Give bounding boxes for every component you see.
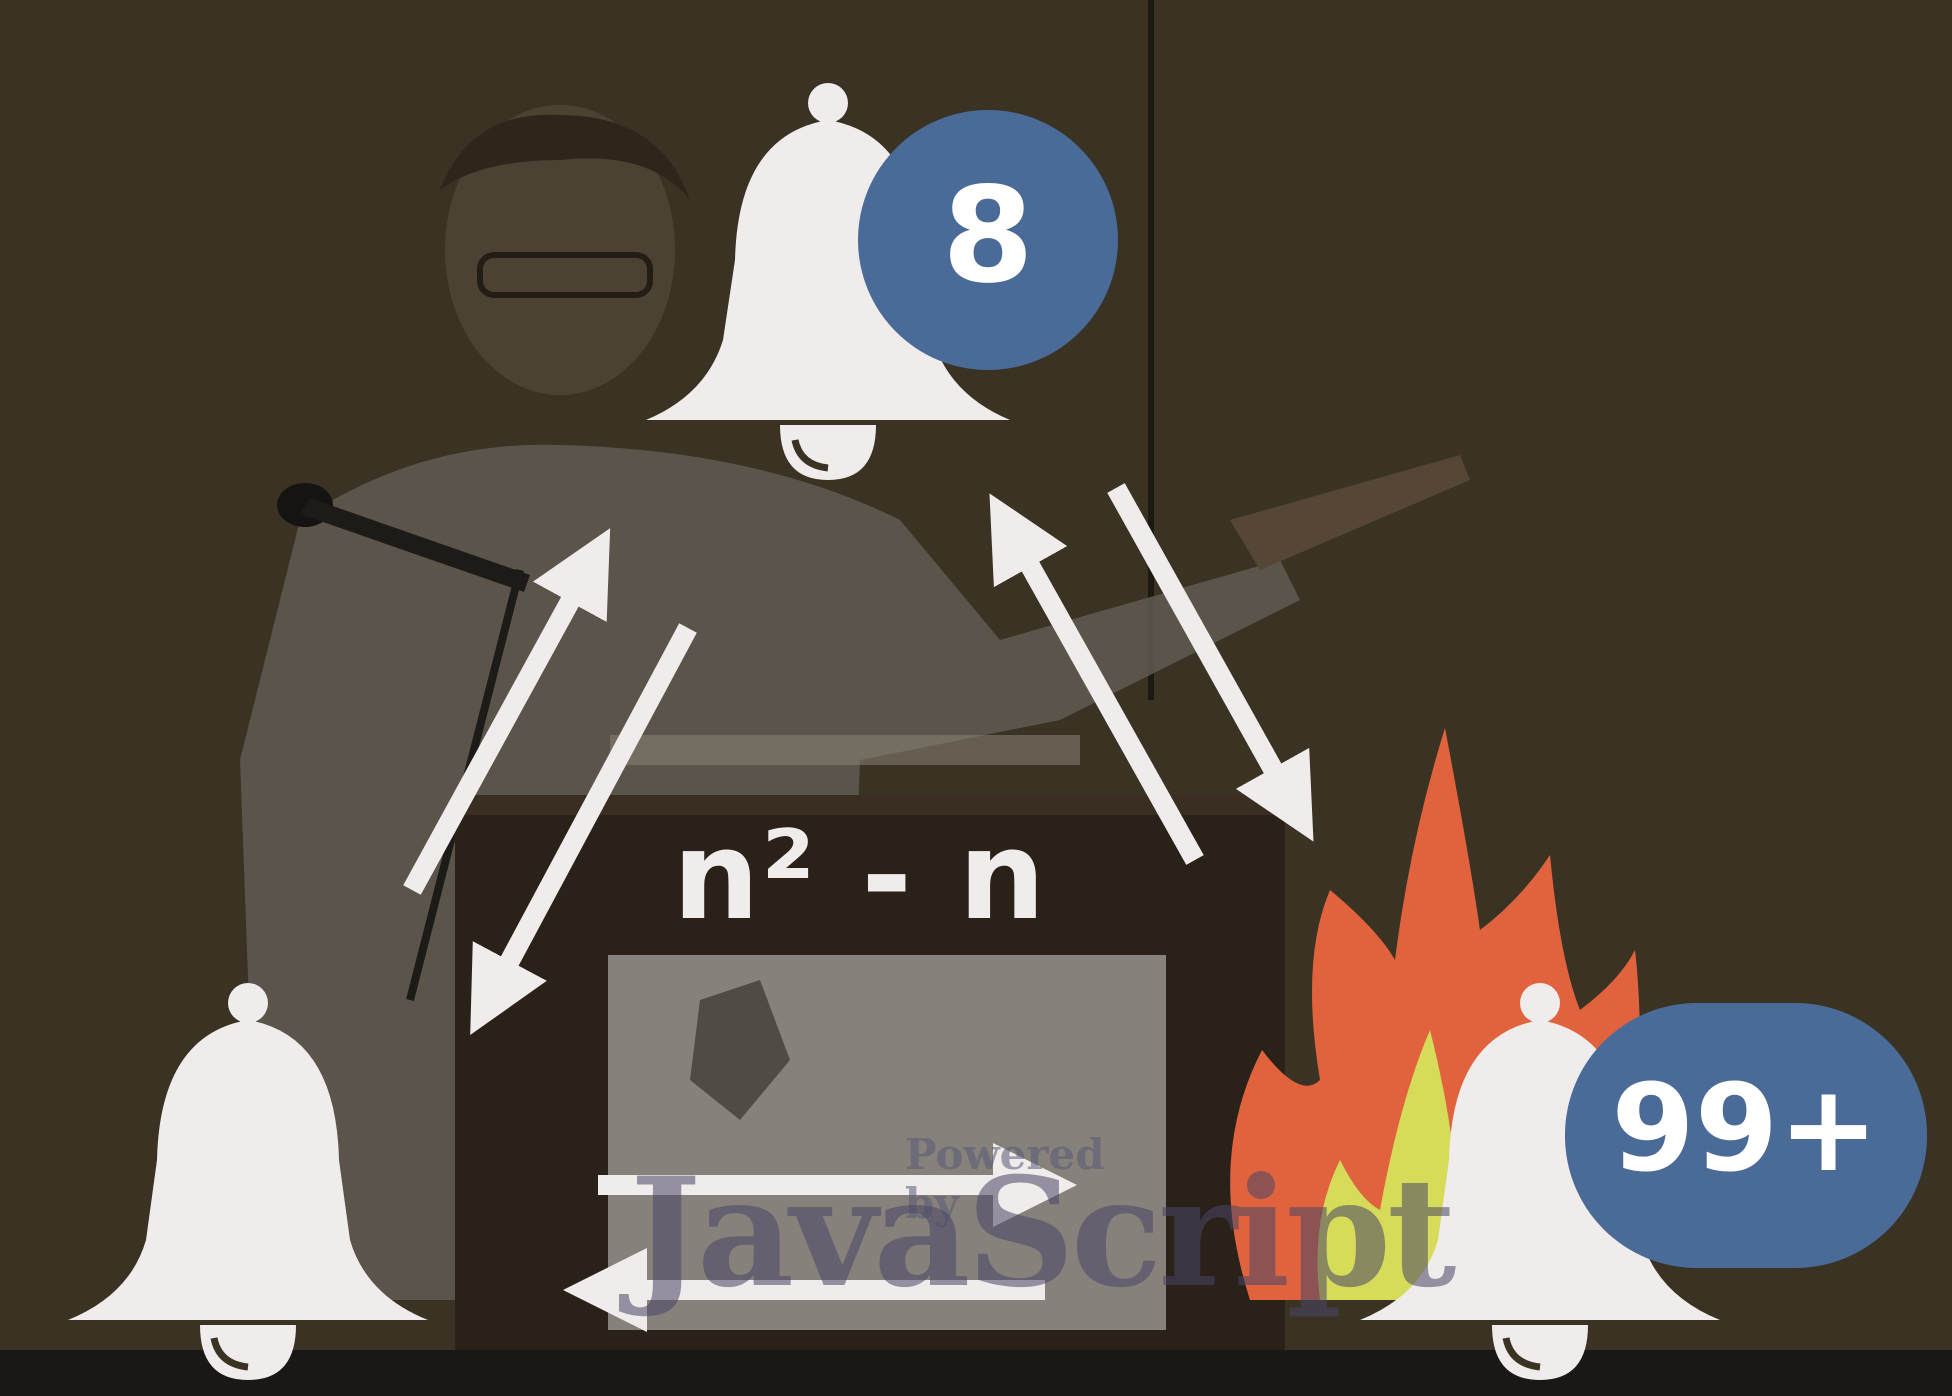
podium-sign-line2: JavaScript [630, 1145, 1456, 1321]
badge-count-top: 8 [942, 159, 1034, 313]
laptop [610, 735, 1080, 765]
arrow-right-down [1107, 483, 1314, 842]
arrows [403, 483, 1314, 1332]
bell-icon [68, 983, 428, 1380]
wall-divider-line [1148, 0, 1154, 700]
notification-badge-right [1565, 1003, 1927, 1268]
bottom-shadow [0, 1350, 1952, 1396]
arrow-right-up [989, 493, 1204, 865]
notification-badge-top [858, 110, 1118, 370]
arrow-left-up [403, 528, 611, 895]
badge-count-right: 99+ [1611, 1060, 1879, 1199]
podium-sign-line1: Powered by [905, 1130, 1105, 1228]
arrow-left-down [470, 623, 697, 1036]
formula-text: n² - n [672, 805, 1048, 947]
